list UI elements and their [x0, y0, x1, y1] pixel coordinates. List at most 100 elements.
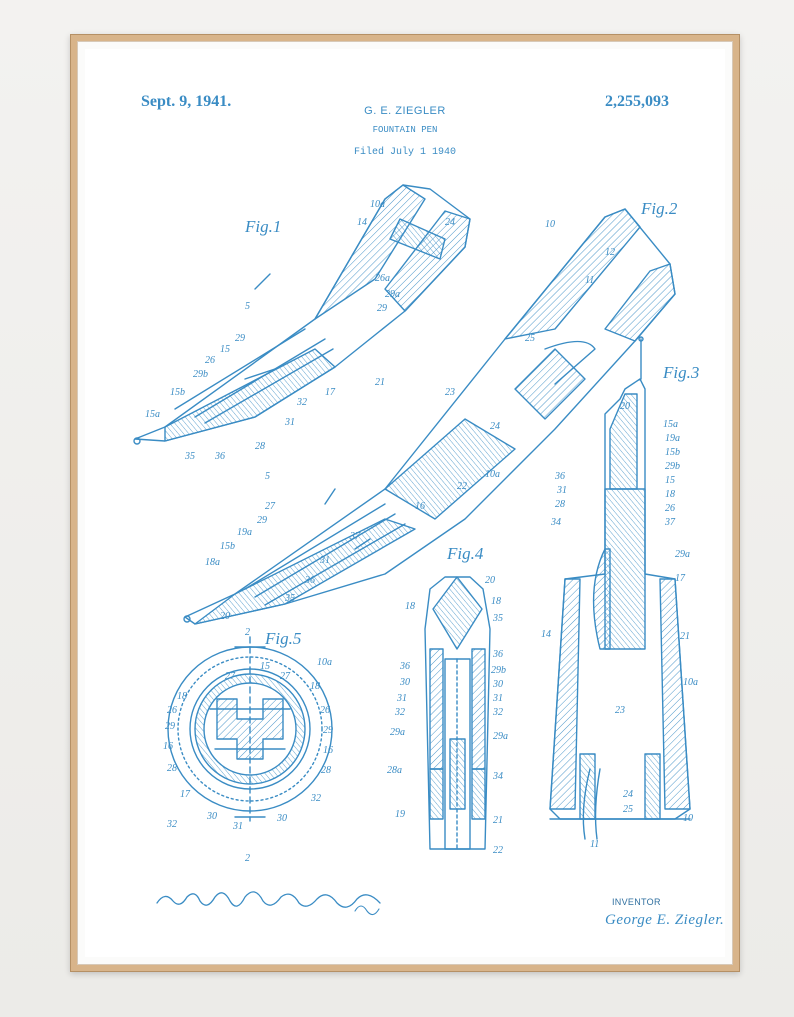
svg-text:29a: 29a: [675, 549, 690, 560]
svg-text:32: 32: [394, 707, 405, 718]
svg-text:10a: 10a: [370, 199, 385, 210]
fig2-label: Fig.2: [641, 199, 678, 218]
svg-text:22: 22: [493, 845, 503, 856]
svg-text:20: 20: [620, 401, 630, 412]
svg-text:10a: 10a: [683, 677, 698, 688]
svg-text:18: 18: [177, 691, 187, 702]
svg-text:12: 12: [605, 247, 615, 258]
svg-text:35: 35: [184, 451, 195, 462]
svg-text:14: 14: [541, 629, 551, 640]
attorney-signature: [156, 891, 381, 908]
patent-number: 2,255,093: [605, 93, 669, 110]
svg-text:36: 36: [214, 451, 225, 462]
svg-text:28a: 28a: [387, 765, 402, 776]
picture-frame: Sept. 9, 1941. G. E. ZIEGLER FOUNTAIN PE…: [70, 34, 740, 972]
svg-text:21: 21: [493, 815, 503, 826]
svg-text:28: 28: [321, 765, 331, 776]
svg-text:25: 25: [623, 804, 633, 815]
svg-text:29a: 29a: [493, 731, 508, 742]
svg-text:15: 15: [665, 475, 675, 486]
svg-text:29: 29: [257, 515, 267, 526]
fig5-drawing: [167, 636, 333, 822]
svg-text:24: 24: [445, 217, 455, 228]
svg-text:10: 10: [683, 813, 693, 824]
svg-text:21: 21: [375, 377, 385, 388]
svg-text:26: 26: [205, 355, 215, 366]
svg-text:19: 19: [395, 809, 405, 820]
svg-text:18: 18: [665, 489, 675, 500]
svg-text:28: 28: [255, 441, 265, 452]
svg-text:26: 26: [665, 503, 675, 514]
svg-text:36: 36: [399, 661, 410, 672]
svg-text:23: 23: [445, 387, 455, 398]
svg-text:28: 28: [555, 499, 565, 510]
fig3-label: Fig.3: [663, 363, 700, 382]
fig4-label: Fig.4: [447, 544, 484, 563]
fig1-drawing: [133, 184, 471, 445]
svg-text:2: 2: [245, 627, 250, 638]
svg-text:19a: 19a: [665, 433, 680, 444]
svg-text:15b: 15b: [665, 447, 680, 458]
svg-text:29b: 29b: [665, 461, 680, 472]
svg-text:15a: 15a: [663, 419, 678, 430]
svg-text:2: 2: [245, 853, 250, 864]
svg-text:16: 16: [323, 745, 333, 756]
svg-text:27: 27: [265, 501, 276, 512]
fig2-drawing: [183, 208, 676, 625]
svg-text:29a: 29a: [390, 727, 405, 738]
svg-text:29: 29: [165, 721, 175, 732]
svg-text:16: 16: [163, 741, 173, 752]
svg-text:30: 30: [492, 679, 503, 690]
svg-text:18a: 18a: [205, 557, 220, 568]
svg-text:29: 29: [323, 725, 333, 736]
svg-text:31: 31: [232, 821, 243, 832]
inventor-heading: G. E. ZIEGLER: [364, 105, 446, 117]
svg-text:35: 35: [492, 613, 503, 624]
filing-date: Filed July 1 1940: [353, 147, 457, 158]
svg-text:24: 24: [490, 421, 500, 432]
svg-text:11: 11: [585, 275, 594, 286]
fig5-label: Fig.5: [265, 629, 302, 648]
svg-text:31: 31: [319, 555, 330, 566]
svg-text:35: 35: [284, 593, 295, 604]
svg-text:30: 30: [206, 811, 217, 822]
svg-text:18: 18: [491, 596, 501, 607]
svg-text:14: 14: [357, 217, 367, 228]
svg-text:30: 30: [399, 677, 410, 688]
svg-text:20: 20: [485, 575, 495, 586]
svg-text:15: 15: [220, 344, 230, 355]
svg-text:32: 32: [166, 819, 177, 830]
svg-text:26: 26: [167, 705, 177, 716]
svg-text:15b: 15b: [220, 541, 235, 552]
svg-text:16: 16: [415, 501, 425, 512]
svg-text:36: 36: [304, 575, 315, 586]
fig1-label: Fig.1: [245, 217, 282, 236]
svg-text:21: 21: [680, 631, 690, 642]
svg-text:37: 37: [349, 531, 361, 542]
svg-text:18: 18: [310, 681, 320, 692]
svg-text:27: 27: [280, 671, 291, 682]
inventor-signature: George E. Ziegler.: [605, 912, 725, 928]
svg-text:17: 17: [325, 387, 336, 398]
svg-text:23: 23: [615, 705, 625, 716]
patent-print: Sept. 9, 1941. G. E. ZIEGLER FOUNTAIN PE…: [85, 49, 725, 957]
svg-text:20: 20: [220, 611, 230, 622]
svg-text:10: 10: [545, 219, 555, 230]
patent-title: FOUNTAIN PEN: [372, 125, 438, 135]
svg-text:32: 32: [492, 707, 503, 718]
fig4-drawing: [424, 576, 491, 850]
svg-text:24: 24: [623, 789, 633, 800]
svg-text:34: 34: [492, 771, 503, 782]
svg-text:25: 25: [525, 333, 535, 344]
svg-text:29b: 29b: [193, 369, 208, 380]
svg-text:15: 15: [260, 661, 270, 672]
inventor-label: INVENTOR: [612, 897, 661, 907]
svg-text:5: 5: [245, 301, 250, 312]
svg-text:26: 26: [320, 705, 330, 716]
svg-text:29a: 29a: [385, 289, 400, 300]
svg-text:22: 22: [457, 481, 467, 492]
svg-text:15a: 15a: [145, 409, 160, 420]
svg-text:37: 37: [664, 517, 676, 528]
